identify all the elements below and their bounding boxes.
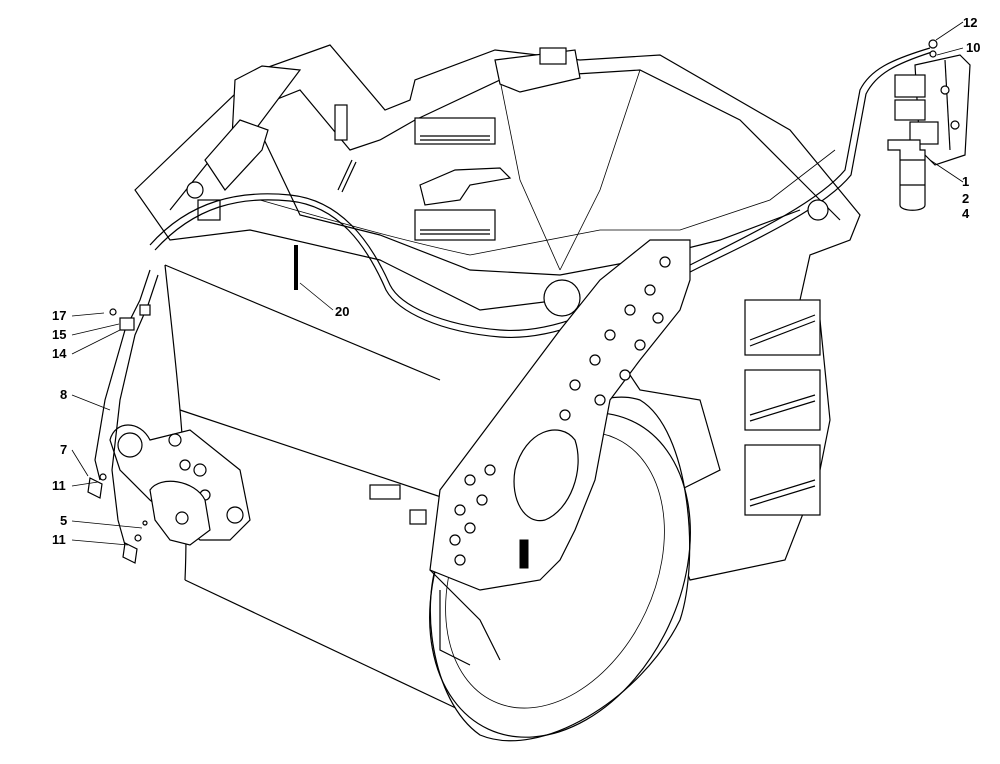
leader-lines (71, 21, 964, 546)
hose-left (87, 269, 159, 564)
callout-4: 4 (962, 206, 970, 221)
callout-11a: 11 (52, 478, 66, 493)
callout-14: 14 (52, 346, 67, 361)
callout-17: 17 (52, 308, 66, 323)
valve-block (887, 39, 971, 211)
drive-assembly (109, 424, 251, 546)
callout-11b: 11 (52, 532, 66, 547)
side-plate (369, 239, 691, 666)
callout-1: 1 (962, 174, 969, 189)
callout-2: 2 (962, 191, 969, 206)
callout-5: 5 (60, 513, 67, 528)
frame-body (134, 44, 933, 581)
callout-7: 7 (60, 442, 67, 457)
callout-12: 12 (963, 15, 977, 30)
callout-8: 8 (60, 387, 67, 402)
callout-20: 20 (335, 304, 349, 319)
callout-10: 10 (966, 40, 980, 55)
callout-15: 15 (52, 327, 66, 342)
callout-labels: 12 10 1 2 4 20 17 15 14 8 7 11 5 11 (52, 15, 980, 547)
right-steps (744, 299, 821, 516)
